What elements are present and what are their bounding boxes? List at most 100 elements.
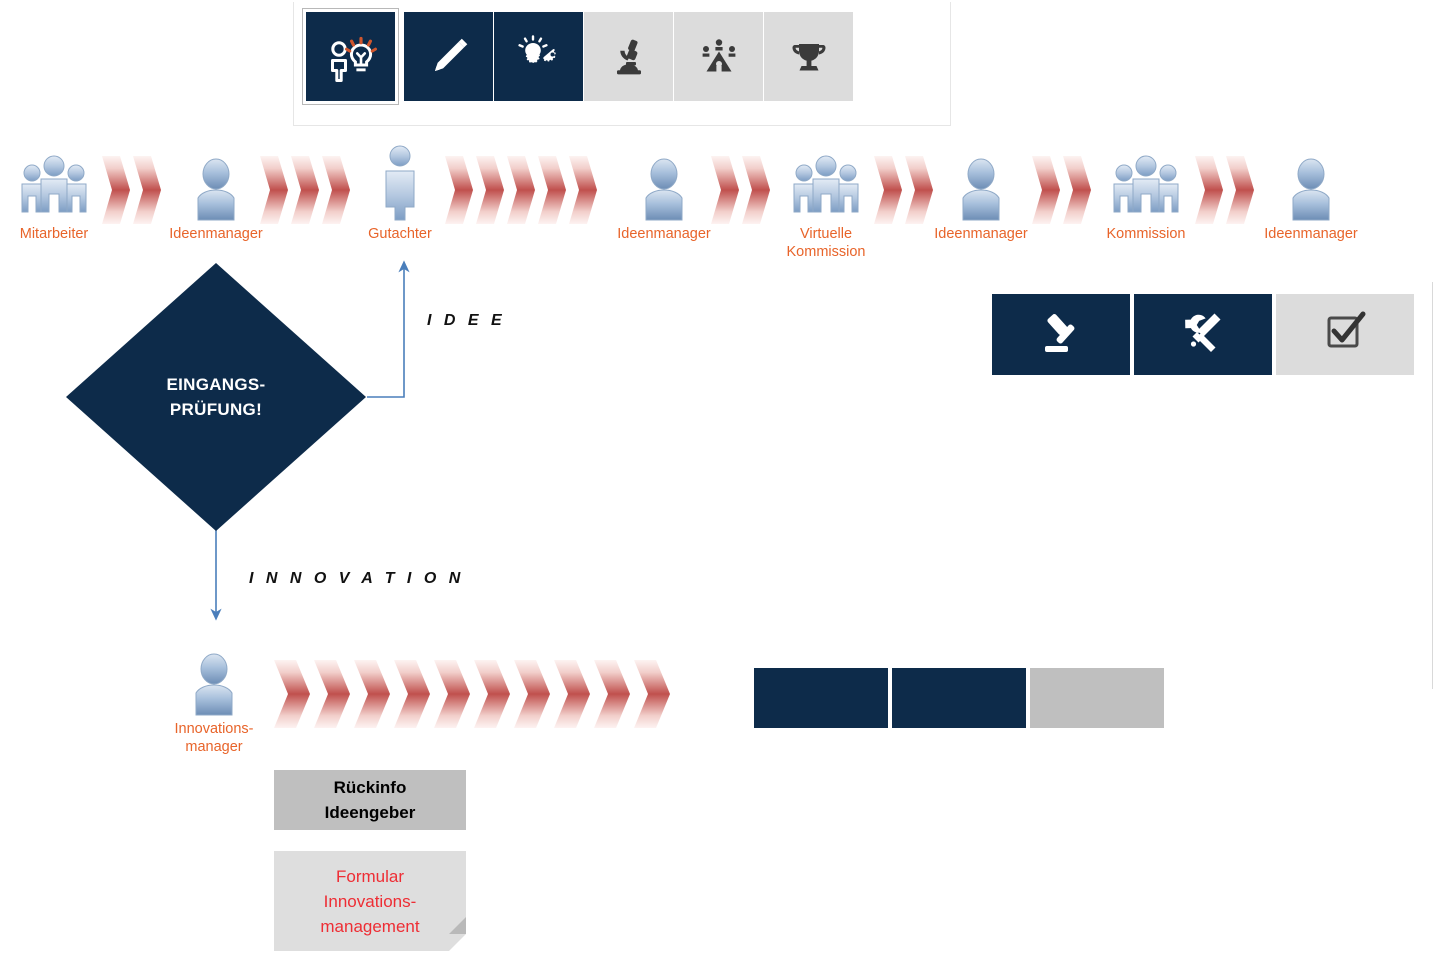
- checkbox-checked-icon: [1323, 310, 1367, 359]
- eingangspruefung-decision-diamond[interactable]: EINGANGS- PRÜFUNG!: [66, 263, 366, 531]
- phase-progress-blocks: [752, 666, 1166, 730]
- person-bust-icon: [158, 645, 270, 717]
- chevron-icon: [569, 156, 597, 224]
- pencil-icon: [425, 33, 473, 81]
- person-bust-icon: [1255, 150, 1367, 222]
- chevron-icon: [260, 156, 288, 224]
- chevron-icon: [1063, 156, 1091, 224]
- chain-node-label: Ideenmanager: [617, 226, 711, 242]
- chevron-icon: [905, 156, 933, 224]
- note-formular-innovationsmanagement[interactable]: Formular Innovations- management: [274, 851, 466, 951]
- note-rueckinfo-ideengeber[interactable]: Rückinfo Ideengeber: [274, 770, 466, 830]
- chevron-icon: [445, 156, 473, 224]
- connector-idee: [367, 260, 410, 398]
- chain-node-innovationsmanager[interactable]: Innovations- manager: [158, 645, 270, 756]
- chain-node-label: Ideenmanager: [1264, 226, 1358, 242]
- person-standing-icon: [345, 142, 455, 222]
- flow-label-innovation: I N N O V A T I O N: [249, 570, 465, 587]
- people-group-icon: [770, 150, 882, 222]
- chevron-icon: [507, 156, 535, 224]
- chevron-icon: [322, 156, 350, 224]
- toolbar-tile-microscope[interactable]: [584, 12, 673, 101]
- chain-node-label: Ideenmanager: [169, 226, 263, 242]
- chevron-group: [258, 156, 351, 224]
- progress-block-1[interactable]: [752, 666, 890, 730]
- document-fold-corner: [449, 934, 466, 951]
- toolbar-tile-person-idea[interactable]: [302, 8, 399, 105]
- flow-label-idee: I D E E: [427, 312, 506, 329]
- chain-node-virtuelle-kommission[interactable]: Virtuelle Kommission: [770, 150, 882, 261]
- chevron-icon: [538, 156, 566, 224]
- chevron-icon: [133, 156, 161, 224]
- toolbar-tile-trophy[interactable]: [764, 12, 853, 101]
- gavel-icon: [1035, 306, 1087, 363]
- people-meeting-icon: [697, 35, 741, 79]
- note-formular-text: Formular Innovations- management: [320, 866, 420, 936]
- trophy-icon: [787, 35, 831, 79]
- chain-node-ideenmanager-1[interactable]: Ideenmanager: [160, 150, 272, 243]
- document-fold-shadow: [449, 917, 466, 934]
- chain-node-label: Gutachter: [368, 226, 432, 242]
- chain-node-label: Kommission: [1106, 226, 1186, 242]
- person-idea-lightbulb-icon: [323, 29, 379, 85]
- chain-node-ideenmanager-2[interactable]: Ideenmanager: [608, 150, 720, 243]
- chevron-icon: [514, 660, 550, 728]
- panel-edge-divider: [1432, 282, 1433, 689]
- chevron-icon: [1195, 156, 1223, 224]
- tile-tools[interactable]: [1132, 292, 1274, 377]
- people-group-icon: [1090, 150, 1202, 222]
- toolbar-tile-meeting[interactable]: [674, 12, 763, 101]
- chain-node-kommission[interactable]: Kommission: [1090, 150, 1202, 243]
- toolbar-tile-row: [302, 8, 854, 105]
- chevron-icon: [711, 156, 739, 224]
- tile-gavel[interactable]: [990, 292, 1132, 377]
- chevron-group: [443, 156, 598, 224]
- chevron-icon: [742, 156, 770, 224]
- chevron-group: [709, 156, 771, 224]
- progress-block-3[interactable]: [1028, 666, 1166, 730]
- chain-node-label: Ideenmanager: [934, 226, 1028, 242]
- chevron-icon: [291, 156, 319, 224]
- chevron-group: [1030, 156, 1092, 224]
- chevron-icon: [274, 660, 310, 728]
- chevron-icon: [594, 660, 630, 728]
- chevron-icon: [476, 156, 504, 224]
- chevron-icon: [634, 660, 670, 728]
- chevron-group: [100, 156, 162, 224]
- chain-node-ideenmanager-4[interactable]: Ideenmanager: [1255, 150, 1367, 243]
- chevron-icon: [394, 660, 430, 728]
- chevron-icon: [314, 660, 350, 728]
- tools-icon: [1178, 307, 1228, 362]
- chevron-icon: [554, 660, 590, 728]
- chevron-group-innovation: [272, 660, 672, 728]
- progress-block-2[interactable]: [890, 666, 1028, 730]
- chain-node-ideenmanager-3[interactable]: Ideenmanager: [925, 150, 1037, 243]
- chevron-icon: [102, 156, 130, 224]
- chevron-icon: [1226, 156, 1254, 224]
- chain-node-label: Mitarbeiter: [19, 226, 89, 242]
- person-bust-icon: [608, 150, 720, 222]
- toolbar-tile-pencil[interactable]: [404, 12, 493, 101]
- chevron-group: [872, 156, 934, 224]
- diamond-label: EINGANGS- PRÜFUNG!: [166, 375, 266, 419]
- flow-connectors: [210, 260, 410, 621]
- person-bust-icon: [160, 150, 272, 222]
- innovation-phase-toolbar: [293, 2, 951, 126]
- person-bust-icon: [925, 150, 1037, 222]
- chevron-icon: [1032, 156, 1060, 224]
- decision-phase-toolbar: [990, 292, 1416, 377]
- chain-node-label: Virtuelle Kommission: [786, 226, 866, 260]
- chain-node-label: Innovations- manager: [174, 721, 254, 755]
- chevron-icon: [474, 660, 510, 728]
- lightbulb-gears-icon: [515, 33, 563, 81]
- toolbar-tile-idea-gears[interactable]: [494, 12, 583, 101]
- people-group-icon: [0, 150, 108, 222]
- chevron-icon: [874, 156, 902, 224]
- microscope-icon: [607, 35, 651, 79]
- chevron-icon: [434, 660, 470, 728]
- tile-checkbox[interactable]: [1274, 292, 1416, 377]
- chain-node-mitarbeiter[interactable]: Mitarbeiter: [0, 150, 108, 243]
- chain-node-gutachter[interactable]: Gutachter: [345, 142, 455, 243]
- chevron-group: [1193, 156, 1255, 224]
